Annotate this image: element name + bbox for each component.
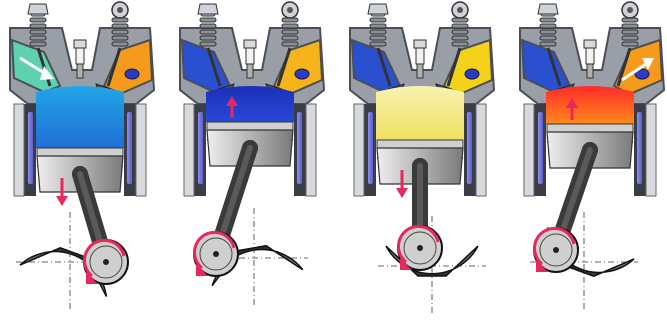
block-right: [136, 104, 146, 196]
coolant-jacket-right: [467, 112, 472, 184]
exhaust-cam-shaft: [117, 7, 123, 13]
stroke-panel-1: [10, 2, 154, 312]
block-right: [646, 104, 656, 196]
stroke-panel-2: [180, 2, 324, 308]
coolant-jacket-left: [28, 112, 33, 184]
intake-cam: [538, 4, 558, 14]
block-left: [14, 104, 24, 196]
intake-cam: [368, 4, 388, 14]
exhaust-cam-shaft: [287, 7, 293, 13]
block-left: [354, 104, 364, 196]
coolant-jacket-left: [198, 112, 203, 184]
block-left: [184, 104, 194, 196]
combustion-chamber-gas: [206, 86, 294, 122]
intake-cam: [28, 4, 48, 14]
coolant-jacket-left: [368, 112, 373, 184]
coolant-jacket-right: [637, 112, 642, 184]
coolant-jacket-left: [538, 112, 543, 184]
crank-pin-center: [417, 245, 423, 251]
piston-direction-arrowhead: [396, 188, 408, 198]
block-right: [476, 104, 486, 196]
coolant-jacket-right: [297, 112, 302, 184]
piston-direction-arrowhead: [56, 196, 68, 206]
coolant-jacket-right: [127, 112, 132, 184]
crank-pin-center: [213, 251, 219, 257]
combustion-chamber-gas: [546, 86, 634, 124]
exhaust-cam-shaft: [457, 7, 463, 13]
combustion-chamber-gas: [376, 86, 464, 140]
combustion-chamber-gas: [36, 86, 124, 148]
stroke-panel-3: [350, 2, 494, 316]
crank-pin-center: [103, 259, 109, 265]
exhaust-port-opening: [465, 69, 479, 79]
crank-pin-center: [553, 247, 559, 253]
stroke-panel-4: [520, 2, 664, 312]
intake-cam: [198, 4, 218, 14]
exhaust-port-opening: [125, 69, 139, 79]
block-left: [524, 104, 534, 196]
block-right: [306, 104, 316, 196]
exhaust-port-opening: [295, 69, 309, 79]
exhaust-cam-shaft: [627, 7, 633, 13]
